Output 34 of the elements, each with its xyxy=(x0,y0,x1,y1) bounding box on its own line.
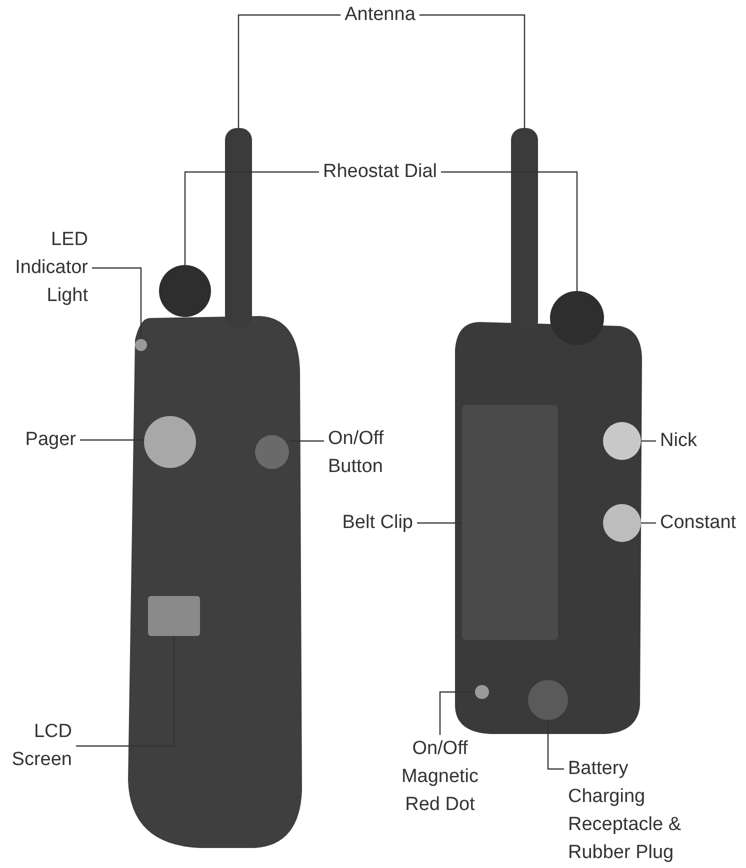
magnetic-dot xyxy=(475,685,489,699)
charging-plug xyxy=(528,680,568,720)
leader-line xyxy=(441,171,578,291)
leader-line xyxy=(289,440,324,442)
leader-line xyxy=(641,522,656,524)
part-label: Antenna xyxy=(344,1,416,29)
leader-line xyxy=(419,14,526,128)
part-label: On/Off Magnetic Red Dot xyxy=(385,735,495,819)
part-label: Nick xyxy=(660,427,697,455)
leader-line xyxy=(76,636,175,747)
leader-line xyxy=(417,522,462,524)
nick-button xyxy=(603,422,641,460)
part-label: LED Indicator Light xyxy=(0,226,88,310)
rheostat-dial xyxy=(550,291,604,345)
lcd-screen xyxy=(148,596,200,636)
rheostat-dial xyxy=(159,265,211,317)
part-label: Constant xyxy=(660,509,736,537)
constant-button xyxy=(603,504,641,542)
led-indicator-light xyxy=(135,339,147,351)
part-label: On/Off Button xyxy=(328,425,408,481)
pager-button xyxy=(144,416,196,468)
leader-line xyxy=(238,14,341,128)
leader-line xyxy=(547,720,564,770)
leader-line xyxy=(439,691,475,735)
part-label: Battery Charging Receptacle & Rubber Plug xyxy=(568,755,708,867)
part-label: Pager xyxy=(25,426,76,454)
leader-line xyxy=(92,267,142,339)
leader-line xyxy=(80,439,144,441)
power-button xyxy=(255,435,289,469)
leader-line xyxy=(641,440,656,442)
part-label: LCD Screen xyxy=(0,718,72,774)
leader-line xyxy=(184,171,319,265)
part-label: Rheostat Dial xyxy=(322,158,438,186)
part-label: Belt Clip xyxy=(342,509,413,537)
